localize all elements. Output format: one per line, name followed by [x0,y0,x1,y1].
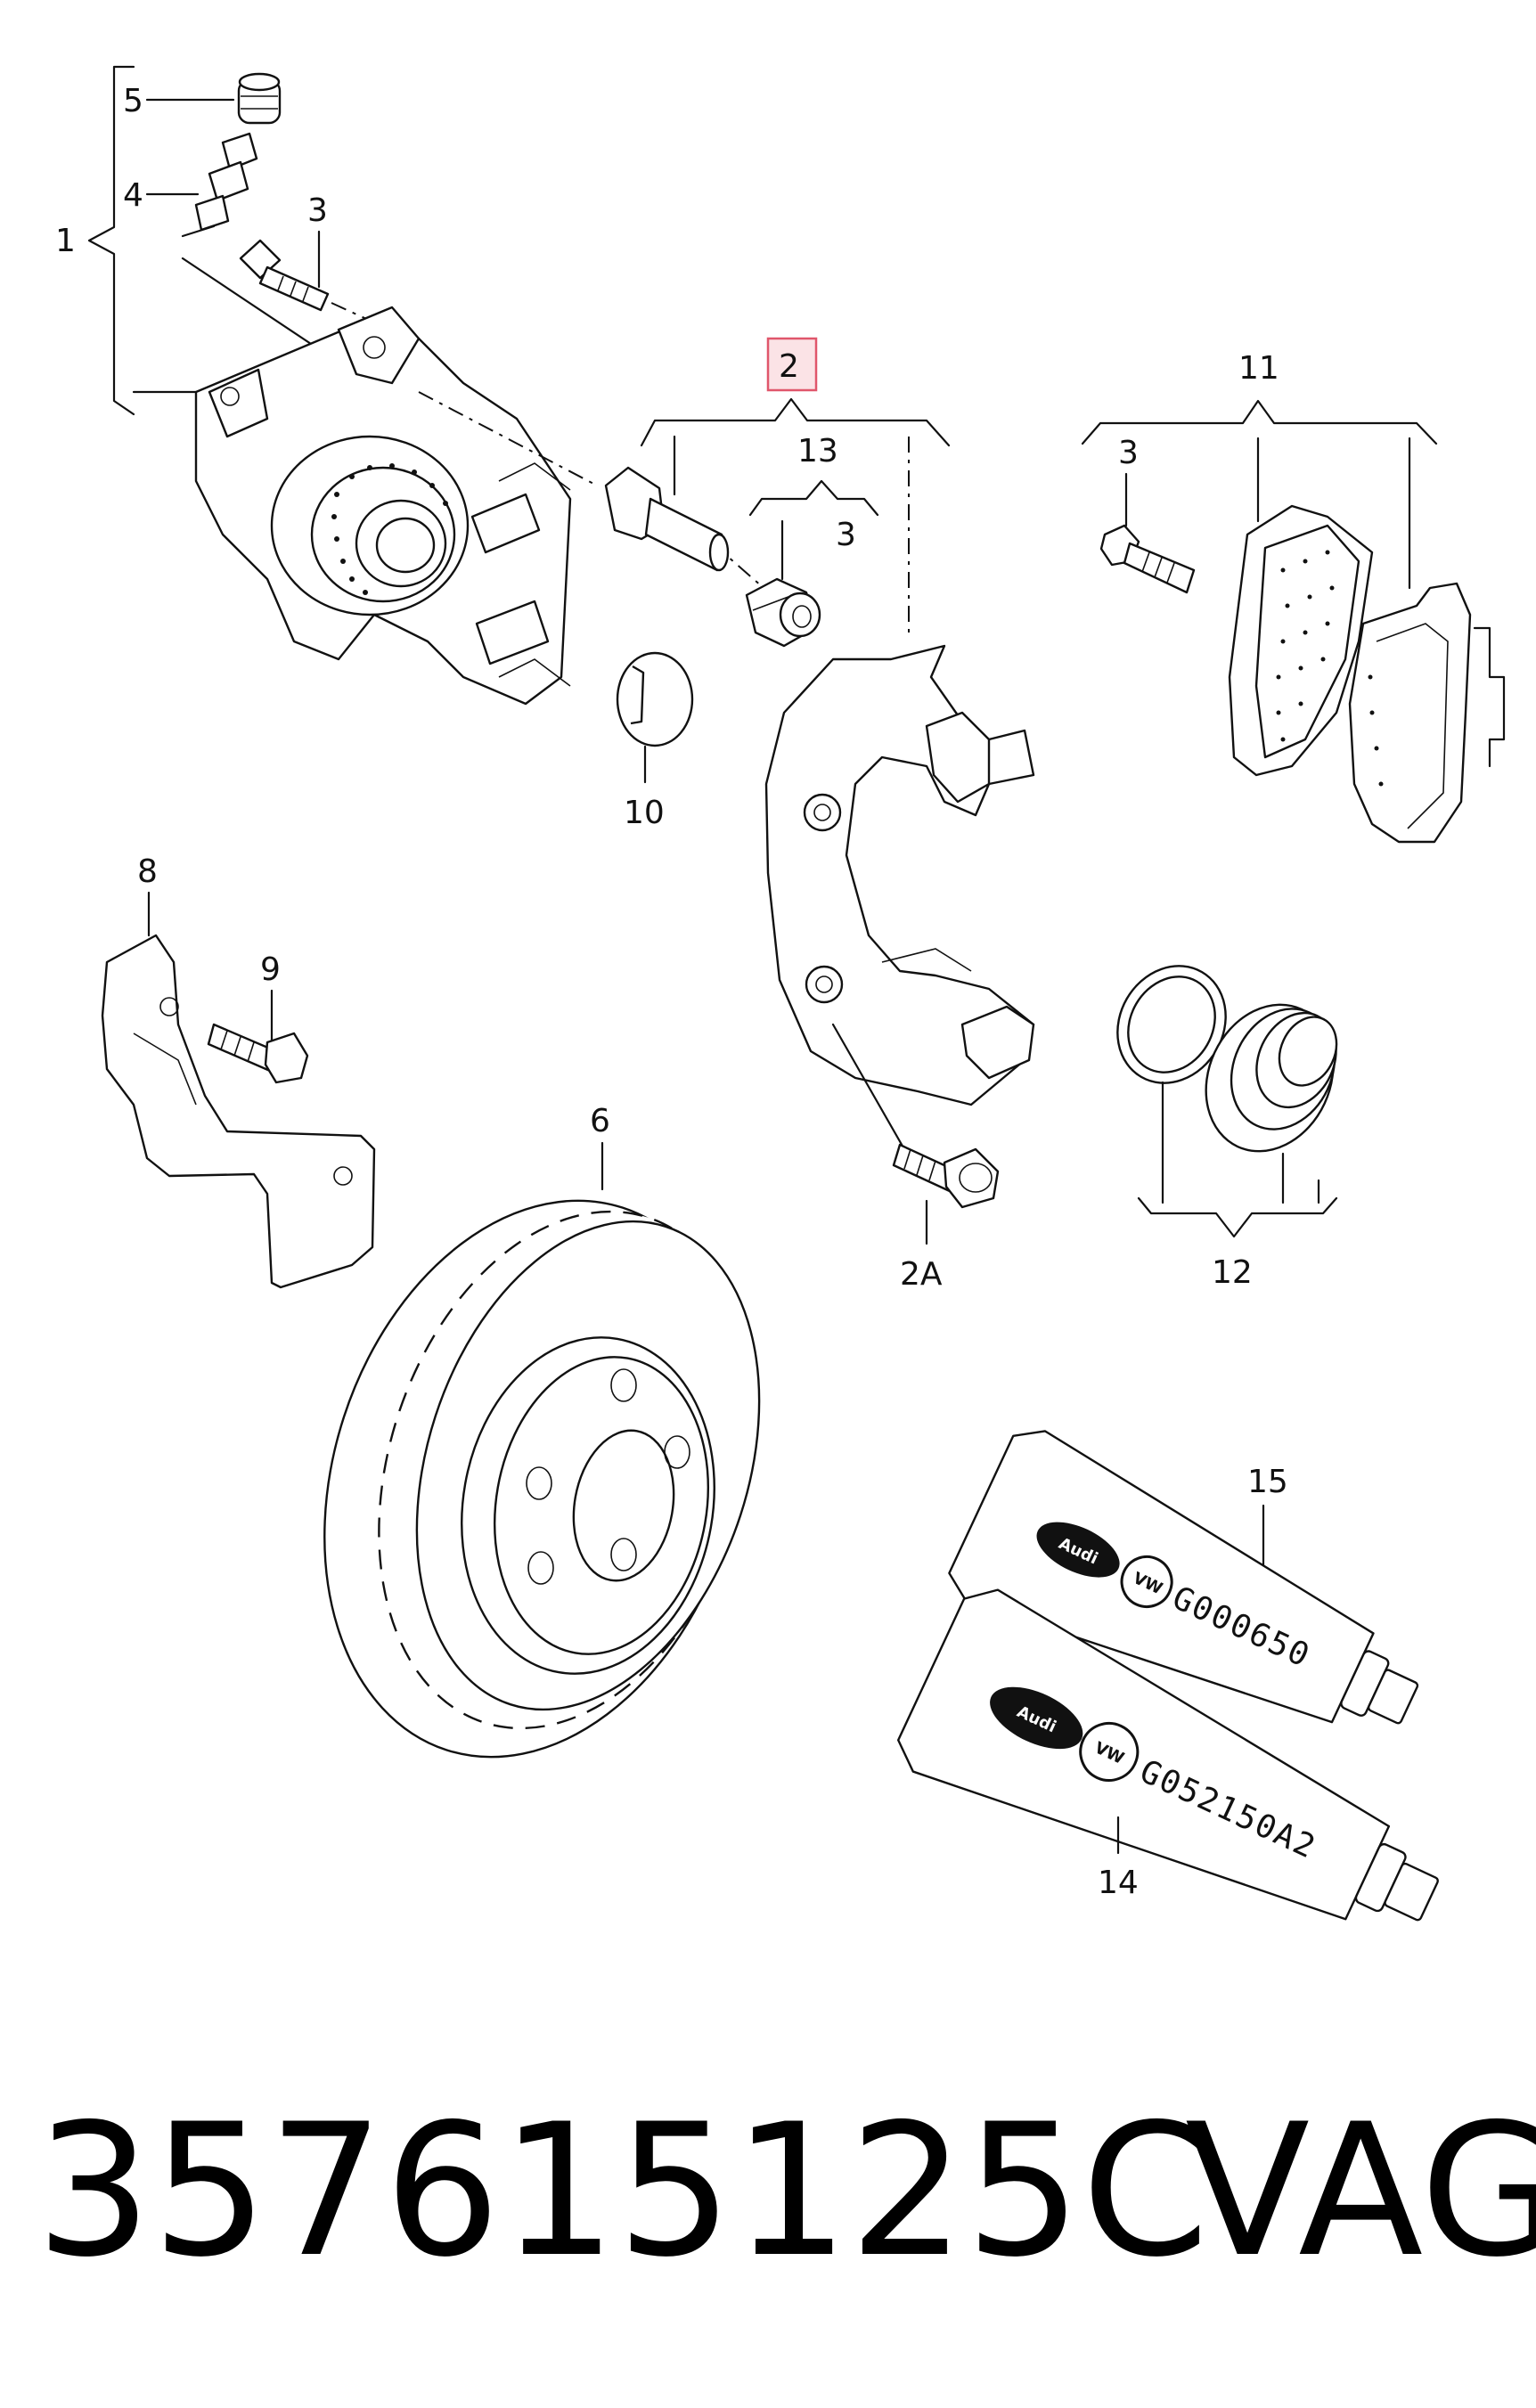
pad-bolt-part [1099,524,1196,594]
carrier-bolt-part [892,1143,1000,1209]
callout-2a[interactable]: 2A [900,1256,943,1293]
callout-12[interactable]: 12 [1212,1254,1253,1291]
bleed-screw-part [181,132,258,238]
brake-pad-inner-part [1228,504,1374,777]
callout-3-top[interactable]: 3 [307,192,328,229]
callout-11[interactable]: 11 [1238,350,1279,387]
callout-3-right[interactable]: 3 [1118,435,1139,471]
callout-10[interactable]: 10 [624,795,665,831]
callout-8[interactable]: 8 [137,853,158,890]
callout-1[interactable]: 1 [55,223,76,259]
callout-6[interactable]: 6 [590,1103,610,1139]
manufacturer: VAG [1185,2086,1536,2298]
brake-disc-part [323,1199,761,1759]
brake-carrier-part [764,644,1035,1106]
shield-bolt-part [207,1023,309,1084]
guide-bushing-part [745,577,821,648]
callout-2-highlight [766,337,818,392]
callout-4[interactable]: 4 [123,177,143,214]
brake-caliper-part [194,306,572,706]
guide-pin-part [604,466,730,572]
bracket-13 [748,479,879,517]
brake-pad-outer-part [1348,582,1506,844]
bracket-11 [1081,399,1438,445]
callout-15[interactable]: 15 [1247,1464,1288,1500]
piston-boot-part [1205,1003,1338,1153]
bracket-1 [87,65,135,416]
callout-2[interactable]: 2 [779,348,799,385]
callout-3-mid[interactable]: 3 [836,517,856,553]
grease-tube-lower-part: Audi VW G052150A2 [896,1588,1439,1922]
callout-9[interactable]: 9 [260,951,281,988]
bracket-2 [640,397,951,447]
dust-cap-part [616,651,694,747]
callout-5[interactable]: 5 [123,83,143,119]
part-number: 357615125C [36,2086,1209,2298]
bleed-cap-part [237,72,282,125]
callout-14[interactable]: 14 [1098,1865,1139,1901]
splash-shield-part [101,934,376,1289]
callout-13[interactable]: 13 [797,433,838,469]
piston-seal-part [1116,965,1227,1084]
grease-tube-upper-part: Audi VW G000650 [948,1430,1419,1725]
caliper-bolt-part [239,239,330,312]
footer-caption: 357615125C VAG [36,2076,1536,2307]
bracket-12 [1137,1196,1338,1238]
exploded-view: 1 5 4 3 [55,65,1506,1922]
